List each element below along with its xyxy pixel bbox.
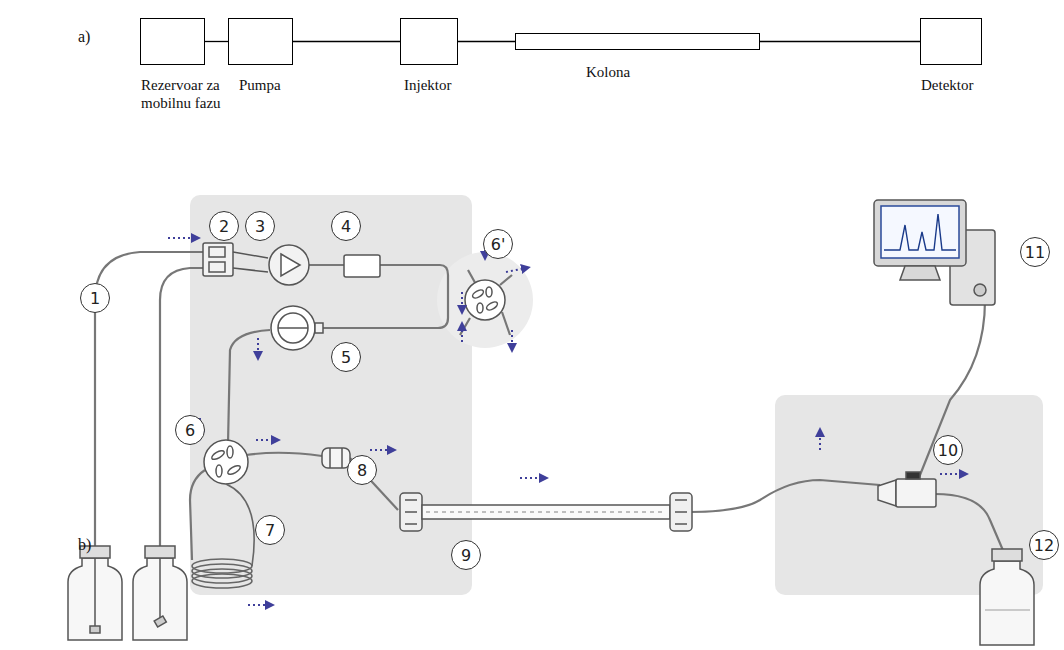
callout-number: 9 — [451, 540, 481, 570]
pump-module — [203, 243, 380, 350]
part-label: a) — [78, 28, 90, 46]
solvent-bottles — [68, 546, 1034, 645]
block-label: Pumpa — [239, 76, 281, 94]
detector-cell — [878, 472, 936, 507]
block-label: Rezervoar za mobilnu fazu — [141, 76, 223, 112]
block-label: Injektor — [404, 76, 451, 94]
block-box: Injektor — [400, 18, 458, 65]
block-label: Kolona — [586, 63, 630, 81]
inline-filter — [322, 448, 350, 468]
callout-number: 7 — [255, 515, 285, 545]
connector-line — [293, 41, 400, 42]
connector-line — [760, 41, 920, 42]
callout-number: 1 — [80, 283, 110, 313]
callout-number: 6 — [175, 415, 205, 445]
column — [400, 493, 692, 531]
valve-inset-ground — [437, 252, 533, 348]
block-box: Rezervoar za mobilnu fazu — [140, 18, 205, 65]
sample-loop — [192, 484, 254, 588]
callout-number: 8 — [347, 455, 377, 485]
callout-number: 12 — [1029, 530, 1059, 560]
computer — [874, 200, 995, 305]
part-label: b) — [78, 536, 91, 554]
callout-number: 4 — [331, 211, 361, 241]
connector-line — [205, 41, 228, 42]
block-label: Detektor — [921, 76, 973, 94]
callout-number: 6' — [483, 229, 513, 259]
block-box: Detektor — [920, 18, 982, 65]
callout-number: 3 — [245, 211, 275, 241]
callout-number: 10 — [933, 435, 963, 465]
flow-arrows — [168, 238, 964, 605]
callout-number: 11 — [1020, 237, 1050, 267]
instrument-panel — [190, 195, 472, 595]
callout-number: 2 — [209, 211, 239, 241]
connector-line — [458, 41, 515, 42]
tubing — [95, 252, 1005, 560]
injection-valve — [204, 280, 505, 484]
block-box: Pumpa — [228, 18, 293, 65]
callout-number: 5 — [331, 342, 361, 372]
block-box: Kolona — [515, 33, 760, 50]
